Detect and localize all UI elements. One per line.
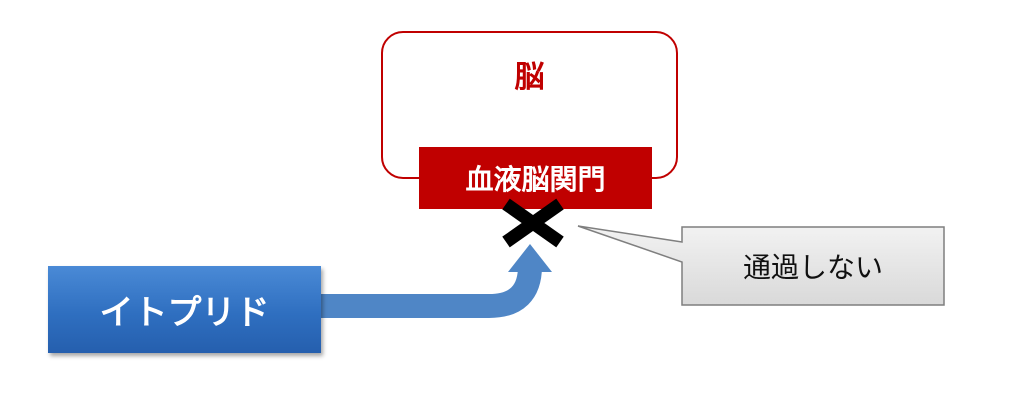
- itopride-label: イトプリド: [99, 293, 270, 333]
- blood-brain-barrier-label: 血液脳関門: [465, 163, 606, 196]
- itopride-box: イトプリド: [48, 266, 321, 353]
- callout-shape: [577, 225, 945, 306]
- brain-label: 脳: [514, 60, 545, 95]
- callout-text: 通過しない: [742, 251, 883, 284]
- cross-mark-icon: [502, 198, 564, 248]
- route-arrow: [321, 244, 552, 318]
- blood-brain-barrier-box: 血液脳関門: [419, 147, 652, 209]
